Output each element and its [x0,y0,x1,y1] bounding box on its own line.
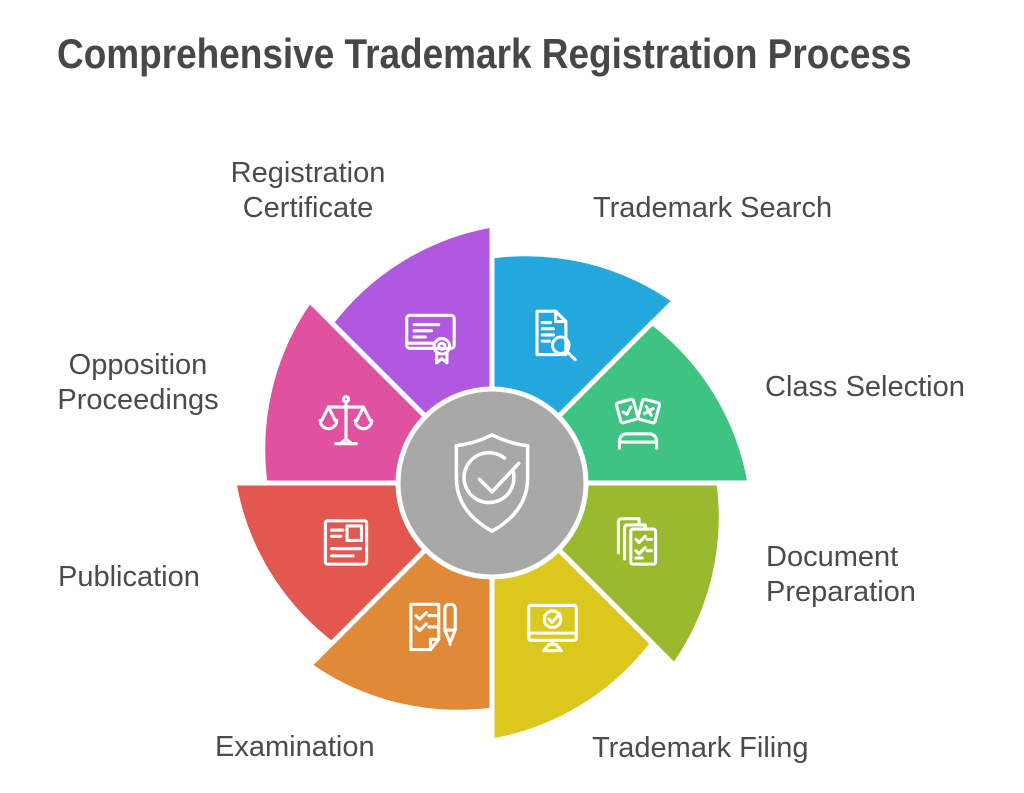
segment-label-registration-certificate: Registration Certificate [230,157,386,225]
scales-icon [318,395,374,446]
segment-label-trademark-filing: Trademark Filing [592,732,809,764]
certificate-icon [405,313,456,365]
ballot-cards-icon [614,397,662,450]
segment-label-opposition-proceedings: Opposition Proceedings [57,349,219,417]
center-circle [395,386,589,580]
newspaper-icon [323,519,369,566]
shield-check-icon [454,433,530,533]
segment-label-publication: Publication [58,561,200,593]
document-search-icon [535,309,577,362]
monitor-check-icon [527,603,578,653]
document-stack-icon [616,517,658,566]
segment-label-trademark-search: Trademark Search [593,192,833,224]
segment-label-examination: Examination [215,731,375,763]
segment-label-document-preparation: Document Preparation [766,541,916,609]
segment-label-class-selection: Class Selection [765,371,965,403]
checklist-pen-icon [409,602,457,652]
page-title: Comprehensive Trademark Registration Pro… [57,30,912,77]
